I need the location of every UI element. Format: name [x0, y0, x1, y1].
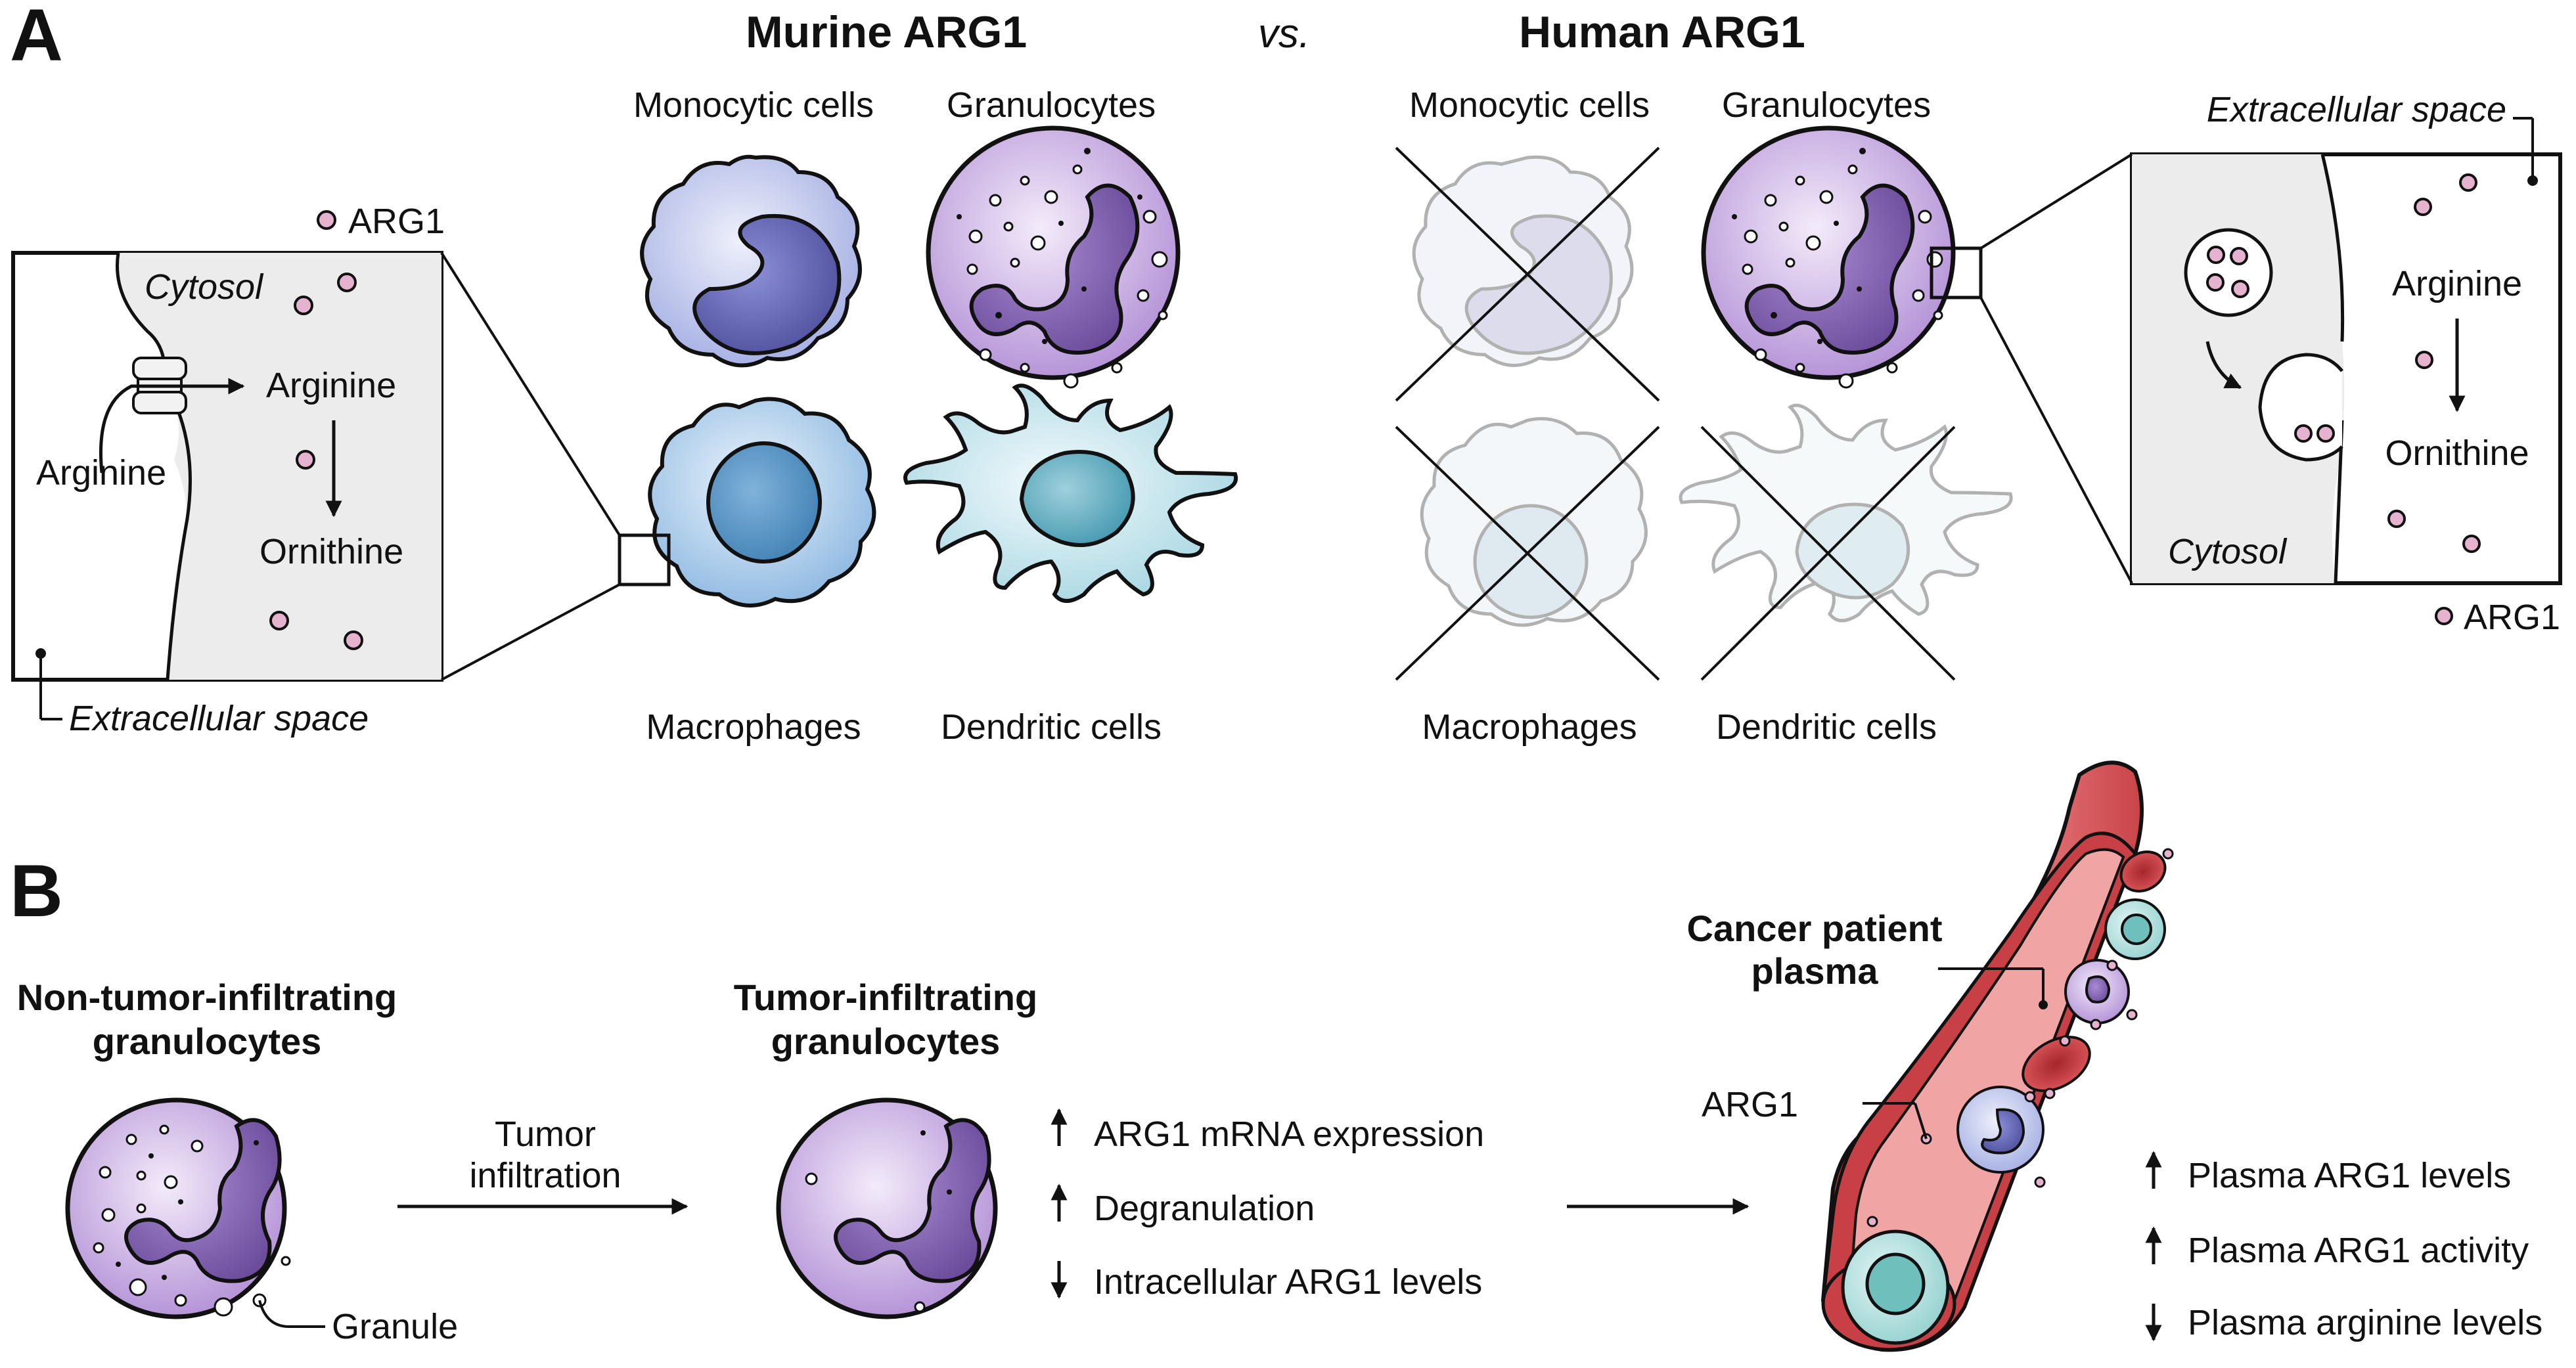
human-granulocyte-cell — [1701, 125, 1983, 389]
left-arginine-out-label: Arginine — [36, 453, 166, 493]
left-cytosol-label: Cytosol — [145, 267, 264, 307]
left-arginine-in-label: Arginine — [266, 366, 396, 405]
left-extracellular-label: Extracellular space — [69, 699, 369, 738]
murine-dendritic-cell — [903, 384, 1238, 603]
left-arg1-label: ARG1 — [348, 202, 445, 241]
panel-b-letter: B — [10, 850, 63, 932]
murine-zoom-box — [618, 533, 671, 586]
granule-label: Granule — [332, 1307, 458, 1346]
plasma-title-line2: plasma — [1751, 950, 1879, 992]
human-dendritic-cell-crossed — [1679, 403, 2013, 623]
vessel-arg1-label: ARG1 — [1702, 1085, 1798, 1124]
plasma-change-1: Plasma ARG1 levels — [2188, 1156, 2511, 1195]
human-dendritic-label: Dendritic cells — [1716, 707, 1937, 747]
vs-label: vs. — [1258, 11, 1310, 56]
human-title: Human ARG1 — [1519, 7, 1805, 57]
human-macrophages-label: Macrophages — [1422, 707, 1637, 747]
plasma-title-line1: Cancer patient — [1687, 908, 1943, 949]
human-monocyte-cell-crossed — [1412, 155, 1634, 367]
right-ornithine-label: Ornithine — [2385, 433, 2529, 473]
tumor-title-line2: granulocytes — [771, 1021, 1001, 1062]
non-tumor-title-line1: Non-tumor-infiltrating — [17, 977, 397, 1018]
murine-dendritic-label: Dendritic cells — [941, 707, 1162, 747]
human-macrophage-cell-crossed — [1420, 417, 1648, 627]
blood-vessel — [1820, 761, 2174, 1352]
right-cytosol-label: Cytosol — [2168, 532, 2288, 571]
tumor-change-1: ARG1 mRNA expression — [1094, 1114, 1484, 1154]
non-tumor-granulocyte-cell — [65, 1097, 325, 1328]
murine-monocyte-cell — [640, 154, 862, 368]
tumor-change-2: Degranulation — [1094, 1189, 1315, 1228]
murine-monocytic-label: Monocytic cells — [633, 85, 874, 125]
non-tumor-title-line2: granulocytes — [93, 1021, 322, 1062]
right-extracellular-label: Extracellular space — [2207, 90, 2506, 129]
plasma-change-3: Plasma arginine levels — [2188, 1303, 2542, 1342]
tumor-infiltration-line2: infiltration — [469, 1156, 621, 1195]
tumor-title-line1: Tumor-infiltrating — [734, 977, 1037, 1018]
human-monocytic-label: Monocytic cells — [1409, 85, 1650, 125]
left-ornithine-label: Ornithine — [260, 532, 403, 571]
human-zoom-box — [1930, 246, 1983, 299]
murine-macrophage-cell — [618, 397, 876, 607]
tumor-granulocyte-cell — [776, 1097, 998, 1319]
left-inset — [11, 210, 621, 720]
tumor-infiltration-line1: Tumor — [495, 1114, 596, 1154]
plasma-change-2: Plasma ARG1 activity — [2188, 1231, 2529, 1270]
murine-granulocyte-cell — [926, 125, 1181, 389]
human-granulocytes-label: Granulocytes — [1722, 85, 1931, 125]
murine-macrophages-label: Macrophages — [646, 707, 861, 747]
panel-a-letter: A — [10, 0, 63, 76]
murine-granulocytes-label: Granulocytes — [947, 85, 1156, 125]
right-arg1-label: ARG1 — [2464, 598, 2560, 637]
right-arginine-label: Arginine — [2392, 264, 2522, 303]
right-inset — [1979, 117, 2562, 625]
human-cross-marks — [1395, 146, 1956, 681]
murine-title: Murine ARG1 — [746, 7, 1027, 57]
tumor-change-3: Intracellular ARG1 levels — [1094, 1262, 1482, 1302]
